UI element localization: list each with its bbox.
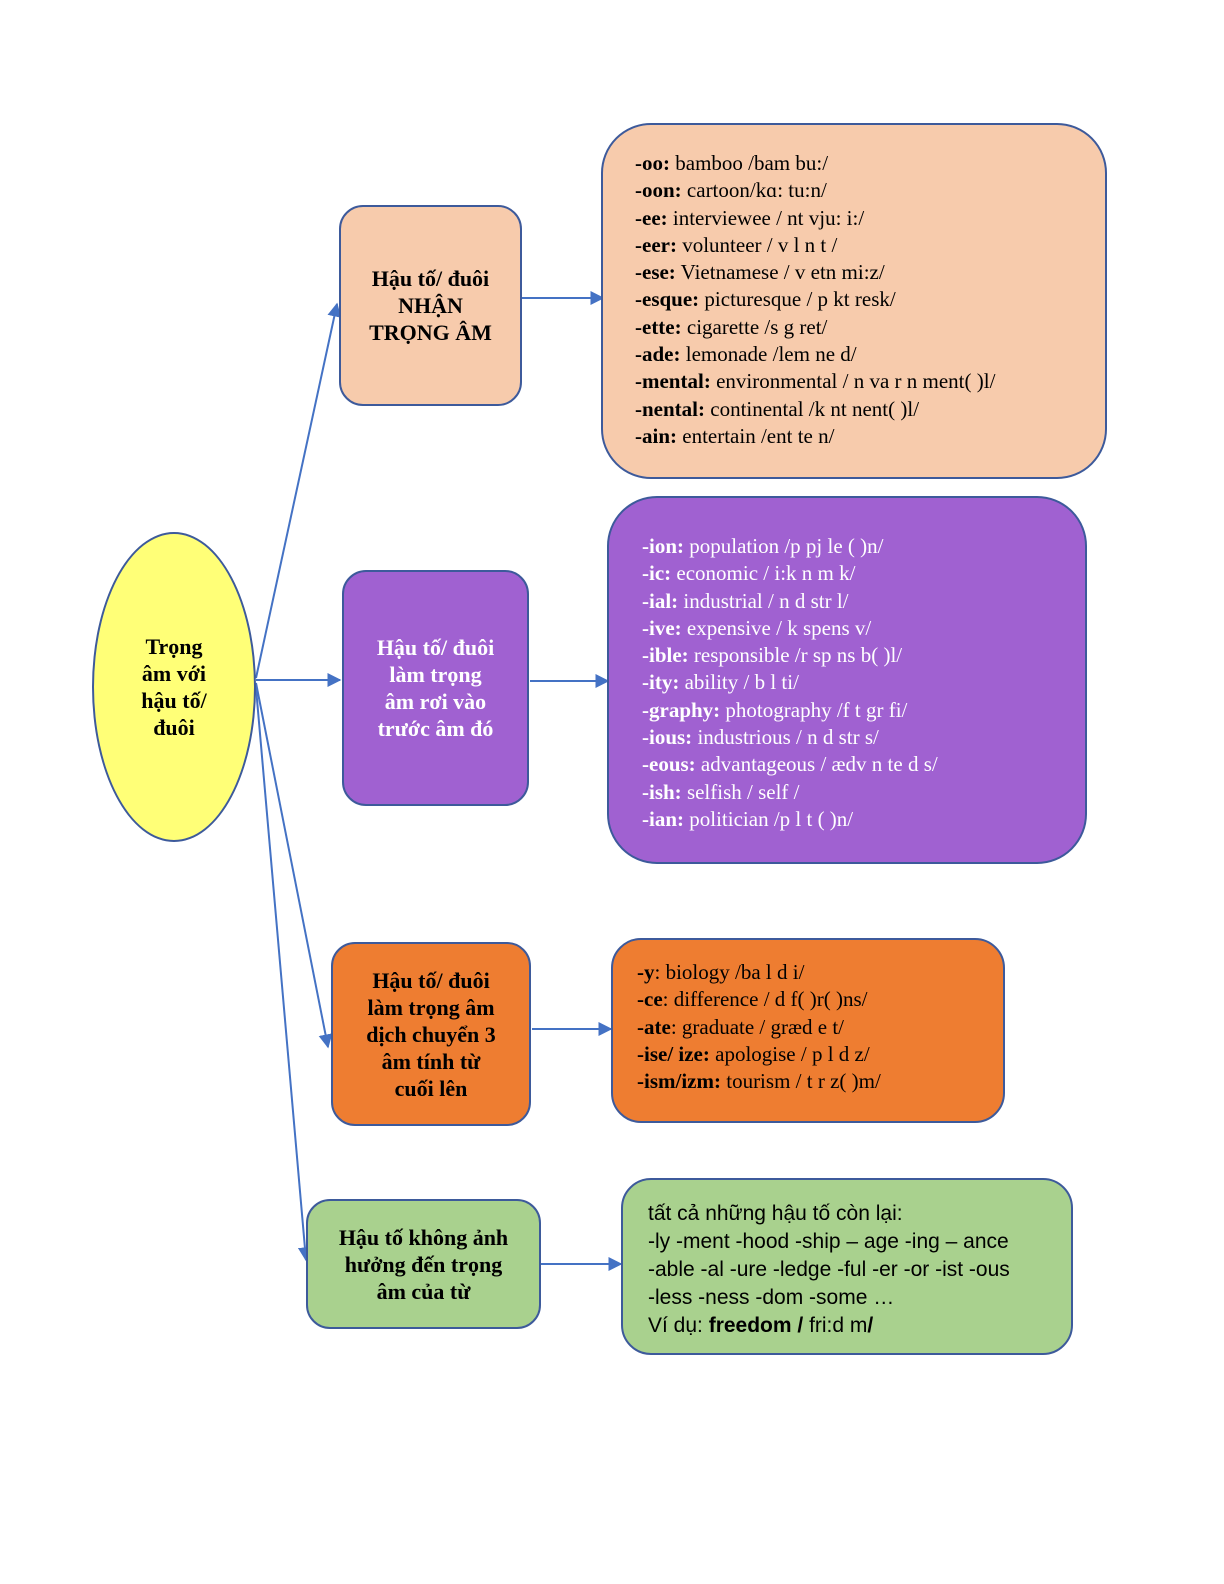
category-line: NHẬN (398, 293, 463, 318)
example-row: -oo: bamboo /bam bu:/ (635, 151, 829, 175)
example-row: -ette: cigarette /s g ret/ (635, 314, 828, 339)
example-row: -ee: interviewee / nt vju: i:/ (635, 205, 865, 230)
category-no-stress-effect: Hậu tố không ảnh hưởng đến trọng âm của … (306, 1199, 541, 1329)
category-line: hưởng đến trọng (344, 1251, 503, 1277)
category-line: âm tính từ (381, 1048, 481, 1074)
arrow-center-to-cat3 (255, 682, 333, 1049)
category-line: dịch chuyển 3 (366, 1021, 496, 1047)
example-row: -eer: volunteer / v l n t / (635, 232, 838, 257)
examples-panel-other-suffixes: tất cả những hậu tố còn lại: -ly -ment -… (621, 1178, 1073, 1355)
example-row: -ish: selfish / self / (642, 779, 800, 804)
example-row: -mental: environmental / n va r n ment( … (635, 369, 996, 394)
category-stressed-suffix: Hậu tố/ đuôi NHẬN TRỌNG ÂM (339, 205, 522, 406)
root-topic-line: đuôi (153, 715, 195, 740)
example-row: -esque: picturesque / p kt resk/ (635, 287, 896, 312)
example-row: -ic: economic / i:k n m k/ (642, 561, 856, 586)
category-line: Hậu tố/ đuôi (372, 967, 490, 993)
category-line: Hậu tố/ đuôi (376, 635, 495, 660)
examples-panel-stressed: -oo: bamboo /bam bu:/ -oon: cartoon/kɑ: … (601, 123, 1107, 479)
example-sentence: Ví dụ: freedom / fri:d m/ (648, 1314, 874, 1337)
category-line: trước âm đó (377, 716, 494, 741)
category-stress-shift-three: Hậu tố/ đuôi làm trọng âm dịch chuyển 3 … (331, 942, 531, 1126)
example-row: -y: biology /ba l d i/ (637, 960, 805, 984)
root-topic-line: hậu tố/ (141, 688, 207, 713)
category-line: âm của từ (376, 1278, 471, 1304)
category-line: làm trọng (389, 662, 482, 687)
category-line: âm rơi vào (384, 689, 487, 714)
examples-panel-shift: -y: biology /ba l d i/ -ce: difference /… (611, 938, 1005, 1123)
example-row: -graphy: photography /f t gr fi/ (642, 697, 908, 722)
example-row: -ce: difference / d f( )r( )ns/ (637, 987, 868, 1012)
example-row: -ible: responsible /r sp ns b( )l/ (642, 643, 903, 668)
example-row: -eous: advantageous / ædv n te d s/ (642, 752, 938, 777)
example-row: -ate: graduate / græd e t/ (637, 1014, 845, 1039)
arrow-center-to-cat4 (255, 687, 312, 1262)
category-stress-before-suffix: Hậu tố/ đuôi làm trọng âm rơi vào trước … (342, 570, 529, 806)
category-line: Hậu tố/ đuôi (371, 266, 490, 291)
arrow-center-to-cat1 (255, 302, 342, 679)
example-row: -ism/izm: tourism / t r z( )m/ (637, 1069, 881, 1094)
example-row: -ly -ment -hood -ship – age -ing – ance (648, 1230, 1009, 1253)
category-line: cuối lên (394, 1075, 468, 1101)
example-row: -ious: industrious / n d str s/ (642, 725, 879, 750)
example-row: -ade: lemonade /lem ne d/ (635, 342, 857, 367)
example-word: freedom / (708, 1314, 804, 1337)
category-line: làm trọng âm (367, 994, 495, 1020)
example-row: -ian: politician /p l t ( )n/ (642, 806, 854, 831)
root-topic-line: Trọng (145, 634, 203, 659)
example-row: -nental: continental /k nt nent( )l/ (635, 396, 920, 421)
example-row: tất cả những hậu tố còn lại: (648, 1202, 903, 1225)
category-line: TRỌNG ÂM (369, 320, 492, 345)
example-row: -ain: entertain /ent te n/ (635, 423, 835, 448)
example-row: -ive: expensive / k spens v/ (642, 615, 872, 640)
root-topic-ellipse: Trọng âm với hậu tố/ đuôi (92, 532, 256, 842)
category-line: Hậu tố không ảnh (338, 1224, 509, 1250)
example-row: -less -ness -dom -some … (648, 1286, 895, 1309)
example-row: -ise/ ize: apologise / p l d z/ (637, 1041, 870, 1066)
examples-panel-before-suffix: -ion: population /p pj le ( )n/ -ic: eco… (607, 496, 1087, 864)
example-row: -ese: Vietnamese / v etn mi:z/ (635, 260, 885, 285)
example-row: -ial: industrial / n d str l/ (642, 588, 849, 613)
example-row: -ion: population /p pj le ( )n/ (642, 534, 884, 558)
example-row: -oon: cartoon/kɑ: tu:n/ (635, 178, 827, 203)
example-row: -ity: ability / b l ti/ (642, 670, 799, 695)
example-row: -able -al -ure -ledge -ful -er -or -ist … (648, 1258, 1010, 1281)
root-topic-line: âm với (141, 661, 207, 686)
